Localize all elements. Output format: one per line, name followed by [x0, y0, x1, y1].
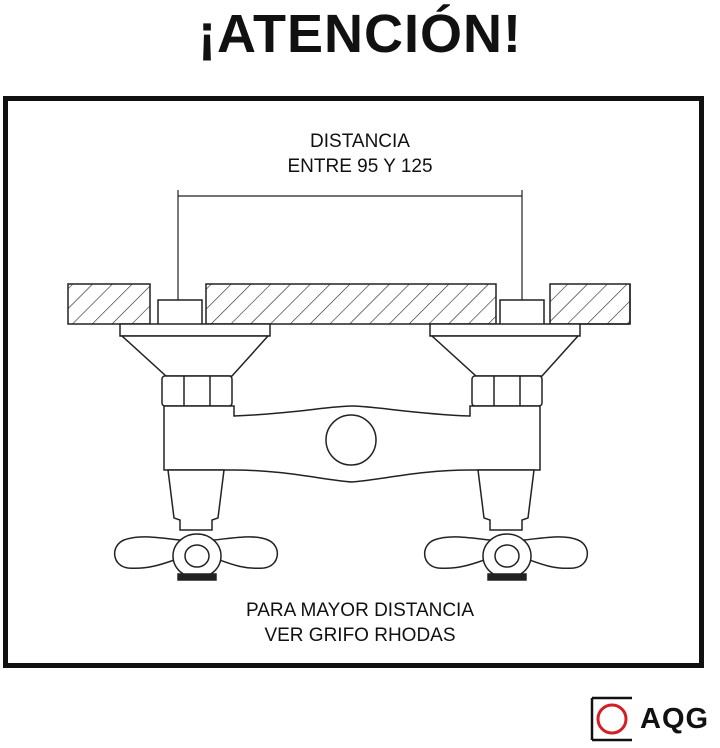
page-title: ¡ATENCIÓN!: [198, 4, 522, 64]
distance-label-line2: ENTRE 95 Y 125: [287, 156, 433, 177]
wall-inlets: [157, 299, 545, 327]
hex-nut-left: [161, 375, 233, 407]
note-label-line2: VER GRIFO RHODAS: [264, 625, 456, 646]
wall-section-right: [549, 283, 631, 325]
hex-nuts: [161, 375, 543, 407]
escutcheon-left: [119, 323, 271, 377]
spout-outlet: [325, 414, 377, 466]
wall-section-left: [67, 283, 151, 325]
faucet-body: [163, 405, 541, 483]
valve-column-left: [167, 469, 225, 531]
hex-nut-right: [471, 375, 543, 407]
inlet-right: [499, 299, 545, 327]
valve-column-right: [477, 469, 535, 531]
brand-name: AQG: [640, 702, 710, 735]
cross-handle-left: [114, 533, 278, 581]
note-label-line1: PARA MAYOR DISTANCIA: [245, 600, 475, 621]
escutcheon-right: [429, 323, 581, 377]
brand-logo: AQG: [590, 696, 709, 742]
brand-mark-icon: [590, 696, 632, 742]
distance-label-line1: DISTANCIA: [310, 131, 410, 152]
wall-sections: [67, 283, 631, 325]
diagram-frame: [3, 96, 704, 668]
valve-columns: [167, 469, 535, 531]
distance-label: DISTANCIA ENTRE 95 Y 125: [0, 129, 720, 179]
inlet-left: [157, 299, 203, 327]
wall-section-center: [205, 283, 497, 325]
brand-circle: [596, 703, 628, 735]
cross-handle-right: [424, 533, 588, 581]
note-label: PARA MAYOR DISTANCIA VER GRIFO RHODAS: [0, 598, 720, 648]
